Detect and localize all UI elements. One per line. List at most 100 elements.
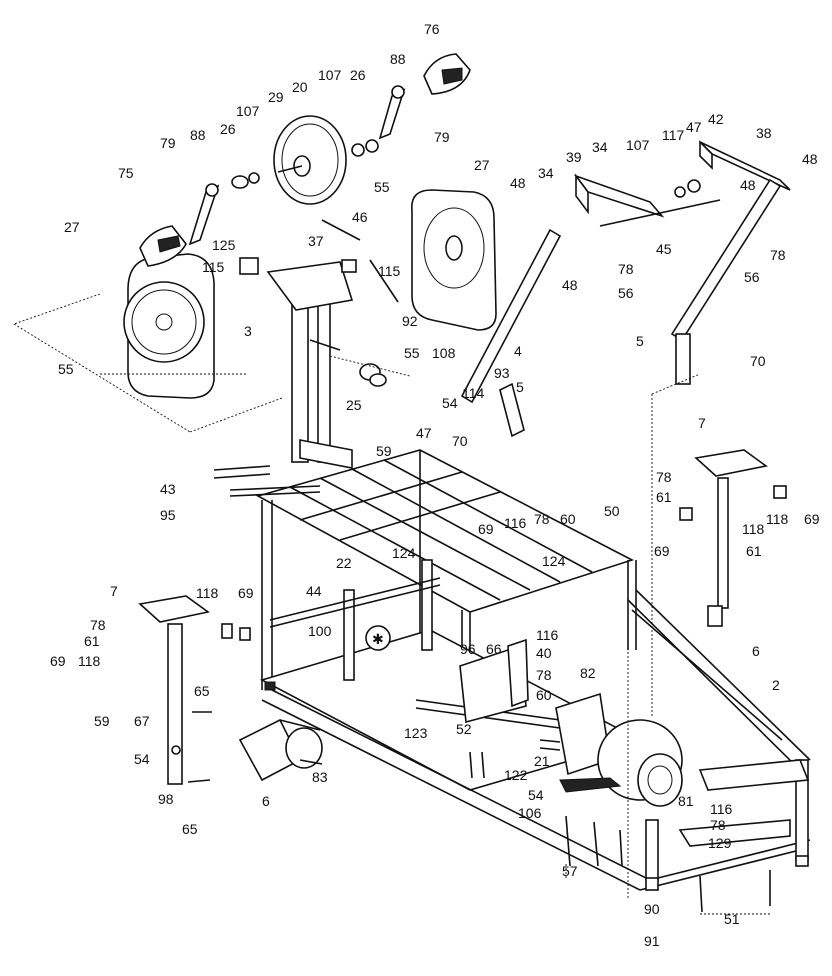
callout: 106: [518, 805, 542, 821]
callout: 3: [244, 323, 252, 339]
tension-assembly: [573, 140, 791, 227]
callout: 88: [390, 51, 406, 67]
callout: 59: [94, 713, 110, 729]
callout: 54: [528, 787, 544, 803]
callout: 54: [442, 395, 458, 411]
callout: 65: [194, 683, 210, 699]
callout: 118: [196, 585, 219, 601]
callout: 91: [644, 933, 660, 949]
callout: 25: [346, 397, 362, 413]
arms: [188, 85, 406, 246]
main-frame: [255, 449, 811, 891]
callout: 6: [752, 643, 760, 659]
callout: 56: [618, 285, 634, 301]
callout: 61: [84, 633, 100, 649]
callout: 82: [580, 665, 596, 681]
callout: 7: [110, 583, 118, 599]
diagonal-bars: [460, 178, 782, 438]
callout: 59: [376, 443, 392, 459]
callout: 78: [710, 817, 726, 833]
callout: 20: [292, 79, 308, 95]
callout: 66: [486, 641, 502, 657]
callout: 54: [134, 751, 150, 767]
callout: 129: [708, 835, 732, 851]
callout: 7: [698, 415, 706, 431]
callout: 98: [158, 791, 174, 807]
callout: 118: [742, 521, 765, 537]
callout: 78: [770, 247, 786, 263]
callout: 5: [516, 379, 524, 395]
callout: 116: [536, 627, 559, 643]
gear-motor-83: [238, 718, 323, 782]
callout: 69: [238, 585, 254, 601]
callout: 44: [306, 583, 322, 599]
callout: 26: [220, 121, 236, 137]
callout: 47: [686, 119, 702, 135]
callout: 76: [424, 21, 440, 37]
callout: 114: [462, 385, 485, 401]
callout: 116: [710, 801, 733, 817]
callout: 115: [202, 259, 225, 275]
callout: 124: [542, 553, 566, 569]
callout: 2: [772, 677, 780, 693]
callout: 21: [534, 753, 550, 769]
callout: 4: [514, 343, 522, 359]
callout: 56: [744, 269, 760, 285]
callout: 118: [78, 653, 101, 669]
callout: 51: [724, 911, 740, 927]
hardware: [231, 139, 399, 387]
callout: 118: [766, 511, 789, 527]
callout: 116: [504, 515, 527, 531]
asterisk-mark: ✱: [372, 631, 384, 647]
callout: 42: [708, 111, 724, 127]
callout: 47: [416, 425, 432, 441]
callout: 55: [404, 345, 420, 361]
callout: 61: [656, 489, 672, 505]
callout: 67: [134, 713, 150, 729]
callout: 107: [318, 67, 342, 83]
leader-lines: [13, 293, 770, 915]
callout: 45: [656, 241, 672, 257]
callout: 37: [308, 233, 324, 249]
callout: 5: [636, 333, 644, 349]
callout: 117: [662, 127, 685, 143]
callout: 115: [378, 263, 401, 279]
blade-guard-76: [423, 53, 471, 95]
upright-column: [266, 261, 354, 469]
callout: 83: [312, 769, 328, 785]
bracket-plates: [459, 638, 529, 724]
callout: 95: [160, 507, 176, 523]
callout: 100: [308, 623, 332, 639]
callout: 43: [160, 481, 176, 497]
callout: 55: [58, 361, 74, 377]
callout: 123: [404, 725, 428, 741]
callout: 96: [460, 641, 476, 657]
callout-labels: 76 88 20 107 26 29 107 79 88 26 79 75 27…: [50, 21, 820, 949]
callout: 125: [212, 237, 236, 253]
callout: 34: [538, 165, 554, 181]
callout: 75: [118, 165, 134, 181]
blade-guard-75: [139, 225, 187, 267]
callout: 69: [50, 653, 66, 669]
callout: 92: [402, 313, 418, 329]
callout: 48: [510, 175, 526, 191]
callout: 90: [644, 901, 660, 917]
callout: 6: [262, 793, 270, 809]
callout: 78: [656, 469, 672, 485]
callout: 108: [432, 345, 456, 361]
callout: 79: [434, 129, 450, 145]
callout: 81: [678, 793, 694, 809]
callout: 107: [626, 137, 650, 153]
callout: 88: [190, 127, 206, 143]
leg-brace: [631, 609, 783, 741]
left-wheel-guard: [123, 253, 215, 399]
callout: 55: [374, 179, 390, 195]
callout: 40: [536, 645, 552, 661]
callout: 29: [268, 89, 284, 105]
callout: 78: [536, 667, 552, 683]
motor: [539, 692, 683, 807]
callout: 52: [456, 721, 472, 737]
callout: 70: [750, 353, 766, 369]
callout: 124: [392, 545, 416, 561]
